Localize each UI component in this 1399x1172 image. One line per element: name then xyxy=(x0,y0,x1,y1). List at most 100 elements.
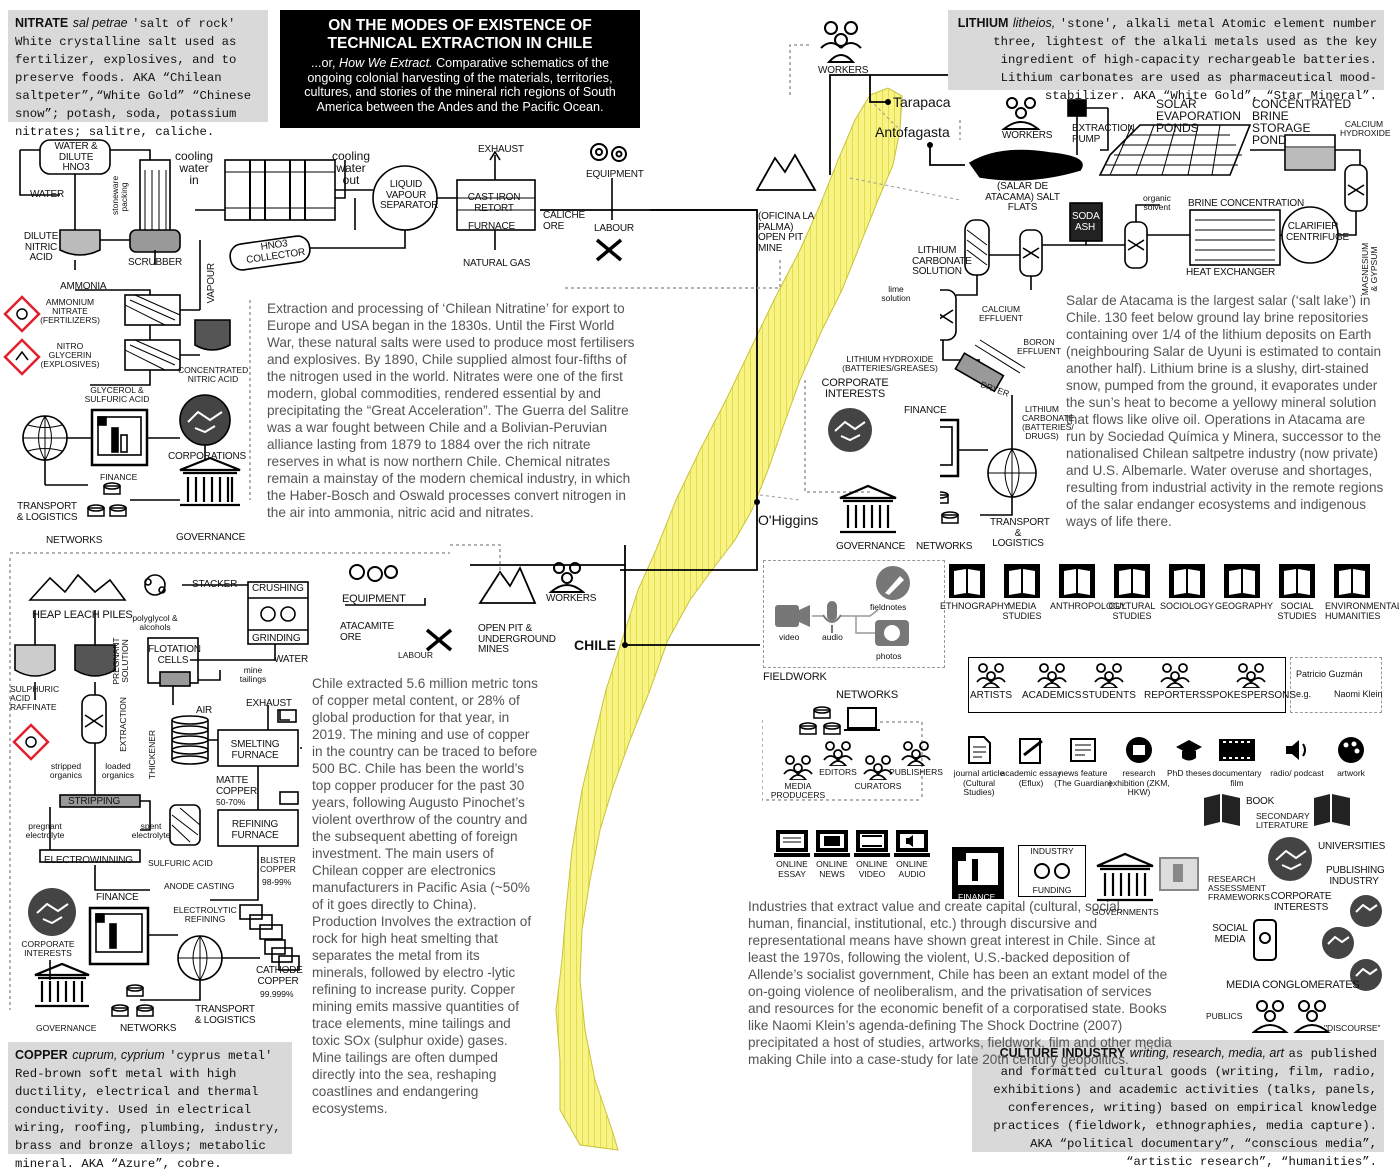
palette-icon xyxy=(1320,735,1382,769)
discipline-label: ENVIRONMENTAL HUMANITIES xyxy=(1325,601,1399,621)
label-corporate-copper: CORPORATE INTERESTS xyxy=(21,939,75,958)
label-matte-pct: 50-70% xyxy=(216,797,246,807)
output-label: PhD theses xyxy=(1167,768,1211,778)
copper-name: COPPER xyxy=(15,1048,68,1062)
laptop-essay-icon xyxy=(772,828,812,860)
place-tarapaca: Tarapaca xyxy=(893,94,951,110)
label-lime: lime solution xyxy=(881,284,911,303)
handshake-icon xyxy=(1350,959,1382,991)
label-networks-culture: NETWORKS xyxy=(836,689,898,701)
label-corporate-culture: CORPORATE INTERESTS xyxy=(1270,891,1332,913)
label-universities: UNIVERSITIES xyxy=(1318,841,1386,852)
online-label: ONLINE NEWS xyxy=(816,859,848,879)
book-icon xyxy=(1204,794,1240,826)
label-electrowinning: ELECTROWINNING xyxy=(44,855,133,866)
label-transport-nitrate: TRANSPORT & LOGISTICS xyxy=(16,501,78,523)
label-stacker: STACKER xyxy=(192,579,238,590)
book-icon xyxy=(1314,794,1350,826)
label-networks-lithium: NETWORKS xyxy=(916,541,973,552)
subtitle-italic: How We Extract. xyxy=(339,56,433,70)
cathode-copper xyxy=(264,939,300,971)
crushing-grinding-unit xyxy=(247,581,309,645)
speaker-icon xyxy=(1266,735,1328,769)
label-natural-gas: NATURAL GAS xyxy=(463,258,531,269)
label-sulfuric: SULFURIC ACID xyxy=(148,858,213,868)
label-equipment-nitrate: EQUIPMENT xyxy=(586,169,644,180)
label-thickener: THICKENER xyxy=(147,729,158,780)
mountain-icon xyxy=(755,153,817,191)
microphone-icon xyxy=(827,601,837,621)
handshake-icon xyxy=(1350,895,1382,927)
hazard-icon xyxy=(3,295,41,333)
copper-paragraph: Chile extracted 5.6 million metric tons … xyxy=(312,676,538,1116)
roles-box xyxy=(968,657,1286,713)
label-boron: BORON EFFLUENT xyxy=(1017,337,1061,356)
online-item: ONLINE VIDEO xyxy=(852,828,892,879)
output-item: PhD theses xyxy=(1158,735,1220,779)
screen-icon xyxy=(1159,857,1199,891)
journal-icon xyxy=(948,735,1010,769)
label-governance-copper: GOVERNANCE xyxy=(36,1023,97,1033)
label-dilute-acid: DILUTE NITRIC ACID xyxy=(23,231,59,263)
label-industry: INDUSTRY xyxy=(1030,846,1074,856)
gears-icon xyxy=(590,143,627,162)
book-icon xyxy=(1160,562,1214,602)
place-antofagasta: Antofagasta xyxy=(875,124,950,140)
producer-label: CURATORS xyxy=(854,781,902,791)
label-ammonia: AMMONIA xyxy=(60,281,107,292)
label-heap: HEAP LEACH PILES xyxy=(32,609,133,621)
subtitle-lead: ...or, xyxy=(311,56,340,70)
tools-icon xyxy=(595,238,623,262)
copper-schematic xyxy=(12,573,309,1017)
nitrate-equipment-cluster xyxy=(590,143,627,262)
discipline-item: CULTURAL STUDIES xyxy=(1105,562,1159,621)
fieldwork-media-icons xyxy=(775,566,910,646)
people-icon xyxy=(770,754,826,782)
label-brine-concentration: BRINE CONCENTRATION xyxy=(1188,198,1305,209)
label-extraction: EXTRACTION xyxy=(117,697,128,752)
label-lithium-carbonate-solution: LITHIUM CARBONATE SOLUTION xyxy=(912,245,972,277)
label-brine-storage: CONCENTRATED BRINE STORAGE POND xyxy=(1252,97,1352,147)
solar-ponds xyxy=(1098,124,1252,176)
book-icon xyxy=(940,562,994,602)
online-label: ONLINE VIDEO xyxy=(856,859,888,879)
people-icon xyxy=(810,740,866,768)
networks-icon xyxy=(799,706,841,735)
producer-item: PUBLISHERS xyxy=(888,740,944,777)
output-label: research exhibition (ZKM, HKW) xyxy=(1108,768,1170,797)
fieldwork-box xyxy=(763,560,945,668)
raffinate-vessel xyxy=(14,644,56,677)
publics-icon xyxy=(1252,1000,1331,1033)
governance-building-culture xyxy=(1096,852,1154,902)
role-label: STUDENTS xyxy=(1082,690,1136,701)
label-publics: PUBLICS xyxy=(1206,1011,1243,1021)
label-equipment-copper: EQUIPMENT xyxy=(342,593,406,605)
label-hydroxide: LITHIUM HYDROXIDE (BATTERIES/GREASES) xyxy=(842,354,938,373)
hazard-icon xyxy=(12,723,50,761)
label-vapour: VAPOUR xyxy=(205,263,217,304)
role-label: REPORTERS xyxy=(1144,690,1207,701)
output-item: artwork xyxy=(1320,735,1382,779)
condenser-schematic xyxy=(195,150,536,271)
industry-funding-box xyxy=(1018,845,1086,897)
culture-definition-box: CULTURE INDUSTRY writing, research, medi… xyxy=(972,1040,1384,1169)
label-calcium-hydroxide: CALCIUM HYDROXIDE xyxy=(1340,119,1391,138)
label-water: WATER xyxy=(30,189,64,200)
label-crushing: CRUSHING xyxy=(252,583,304,594)
label-transport-lithium: TRANSPORT & LOGISTICS xyxy=(990,517,1050,549)
label-fieldnotes: fieldnotes xyxy=(870,602,907,612)
label-governments: GOVERNMENTS xyxy=(1092,907,1159,917)
title-subtitle: ...or, How We Extract. Comparative schem… xyxy=(290,56,630,114)
label-electrolytic: ELECTROLYTIC REFINING xyxy=(173,905,237,924)
producer-label: PUBLISHERS xyxy=(889,767,943,777)
label-workers-copper: WORKERS xyxy=(546,593,597,604)
book-icon xyxy=(1050,562,1104,602)
hazard-icon xyxy=(3,338,41,376)
chile-territory xyxy=(555,87,903,1151)
cast-iron-retort xyxy=(456,179,536,231)
label-finance-culture: FINANCE xyxy=(958,892,996,902)
label-transport-copper: TRANSPORT & LOGISTICS xyxy=(194,1004,256,1026)
label-refining: REFINING FURNACE xyxy=(231,819,279,841)
label-caliche: CALICHE ORE xyxy=(543,210,585,232)
